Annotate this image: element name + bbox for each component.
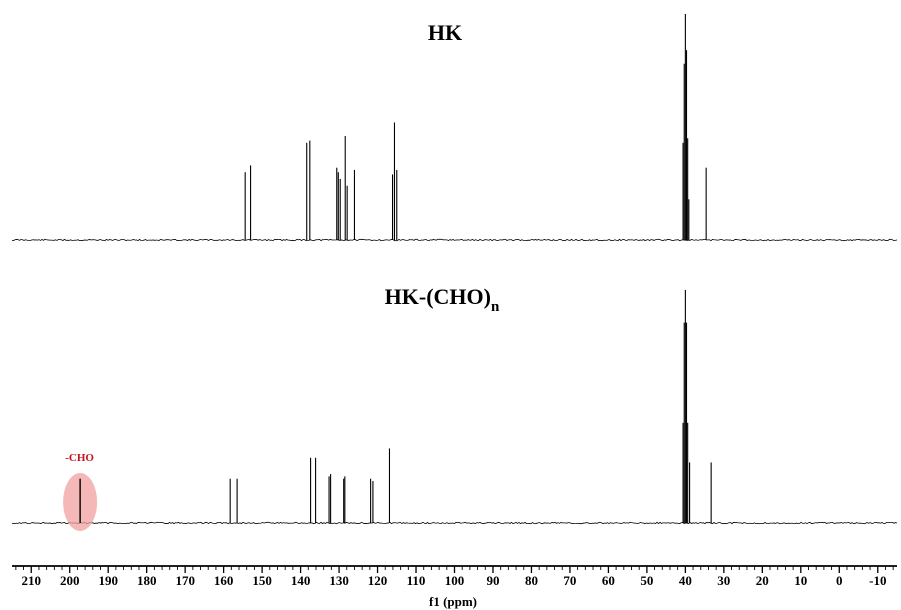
cho-annotation-label: -CHO <box>65 452 94 464</box>
x-tick-label: 40 <box>679 573 692 588</box>
x-axis-label: f1 (ppm) <box>429 594 477 609</box>
spectra-group <box>11 14 898 525</box>
x-tick-label: 60 <box>602 573 615 588</box>
x-tick-label: 100 <box>445 573 465 588</box>
x-tick-label: 20 <box>756 573 769 588</box>
x-tick-label: -10 <box>869 573 886 588</box>
x-tick-label: 80 <box>525 573 538 588</box>
spectrum-title-hk-cho: HK-(CHO)n <box>385 284 500 315</box>
x-tick-label: 90 <box>487 573 500 588</box>
annotation-group: -CHO <box>63 452 98 531</box>
x-tick-label: 200 <box>60 573 80 588</box>
x-tick-label: 130 <box>329 573 349 588</box>
x-tick-label: 10 <box>794 573 807 588</box>
x-tick-label: 170 <box>175 573 195 588</box>
spectrum-title-hk: HK <box>428 20 462 45</box>
x-tick-label: 180 <box>137 573 157 588</box>
x-tick-label: 30 <box>717 573 730 588</box>
x-tick-label: 150 <box>252 573 272 588</box>
spectrum-baseline <box>11 238 898 242</box>
x-tick-label: 210 <box>21 573 41 588</box>
x-tick-label: 70 <box>563 573 576 588</box>
spectrum-baseline <box>11 521 898 525</box>
x-tick-label: 0 <box>836 573 843 588</box>
x-tick-label: 110 <box>407 573 426 588</box>
x-tick-label: 140 <box>291 573 311 588</box>
x-tick-label: 160 <box>214 573 234 588</box>
x-tick-label: 50 <box>640 573 653 588</box>
x-tick-label: 120 <box>368 573 388 588</box>
x-tick-label: 190 <box>98 573 118 588</box>
